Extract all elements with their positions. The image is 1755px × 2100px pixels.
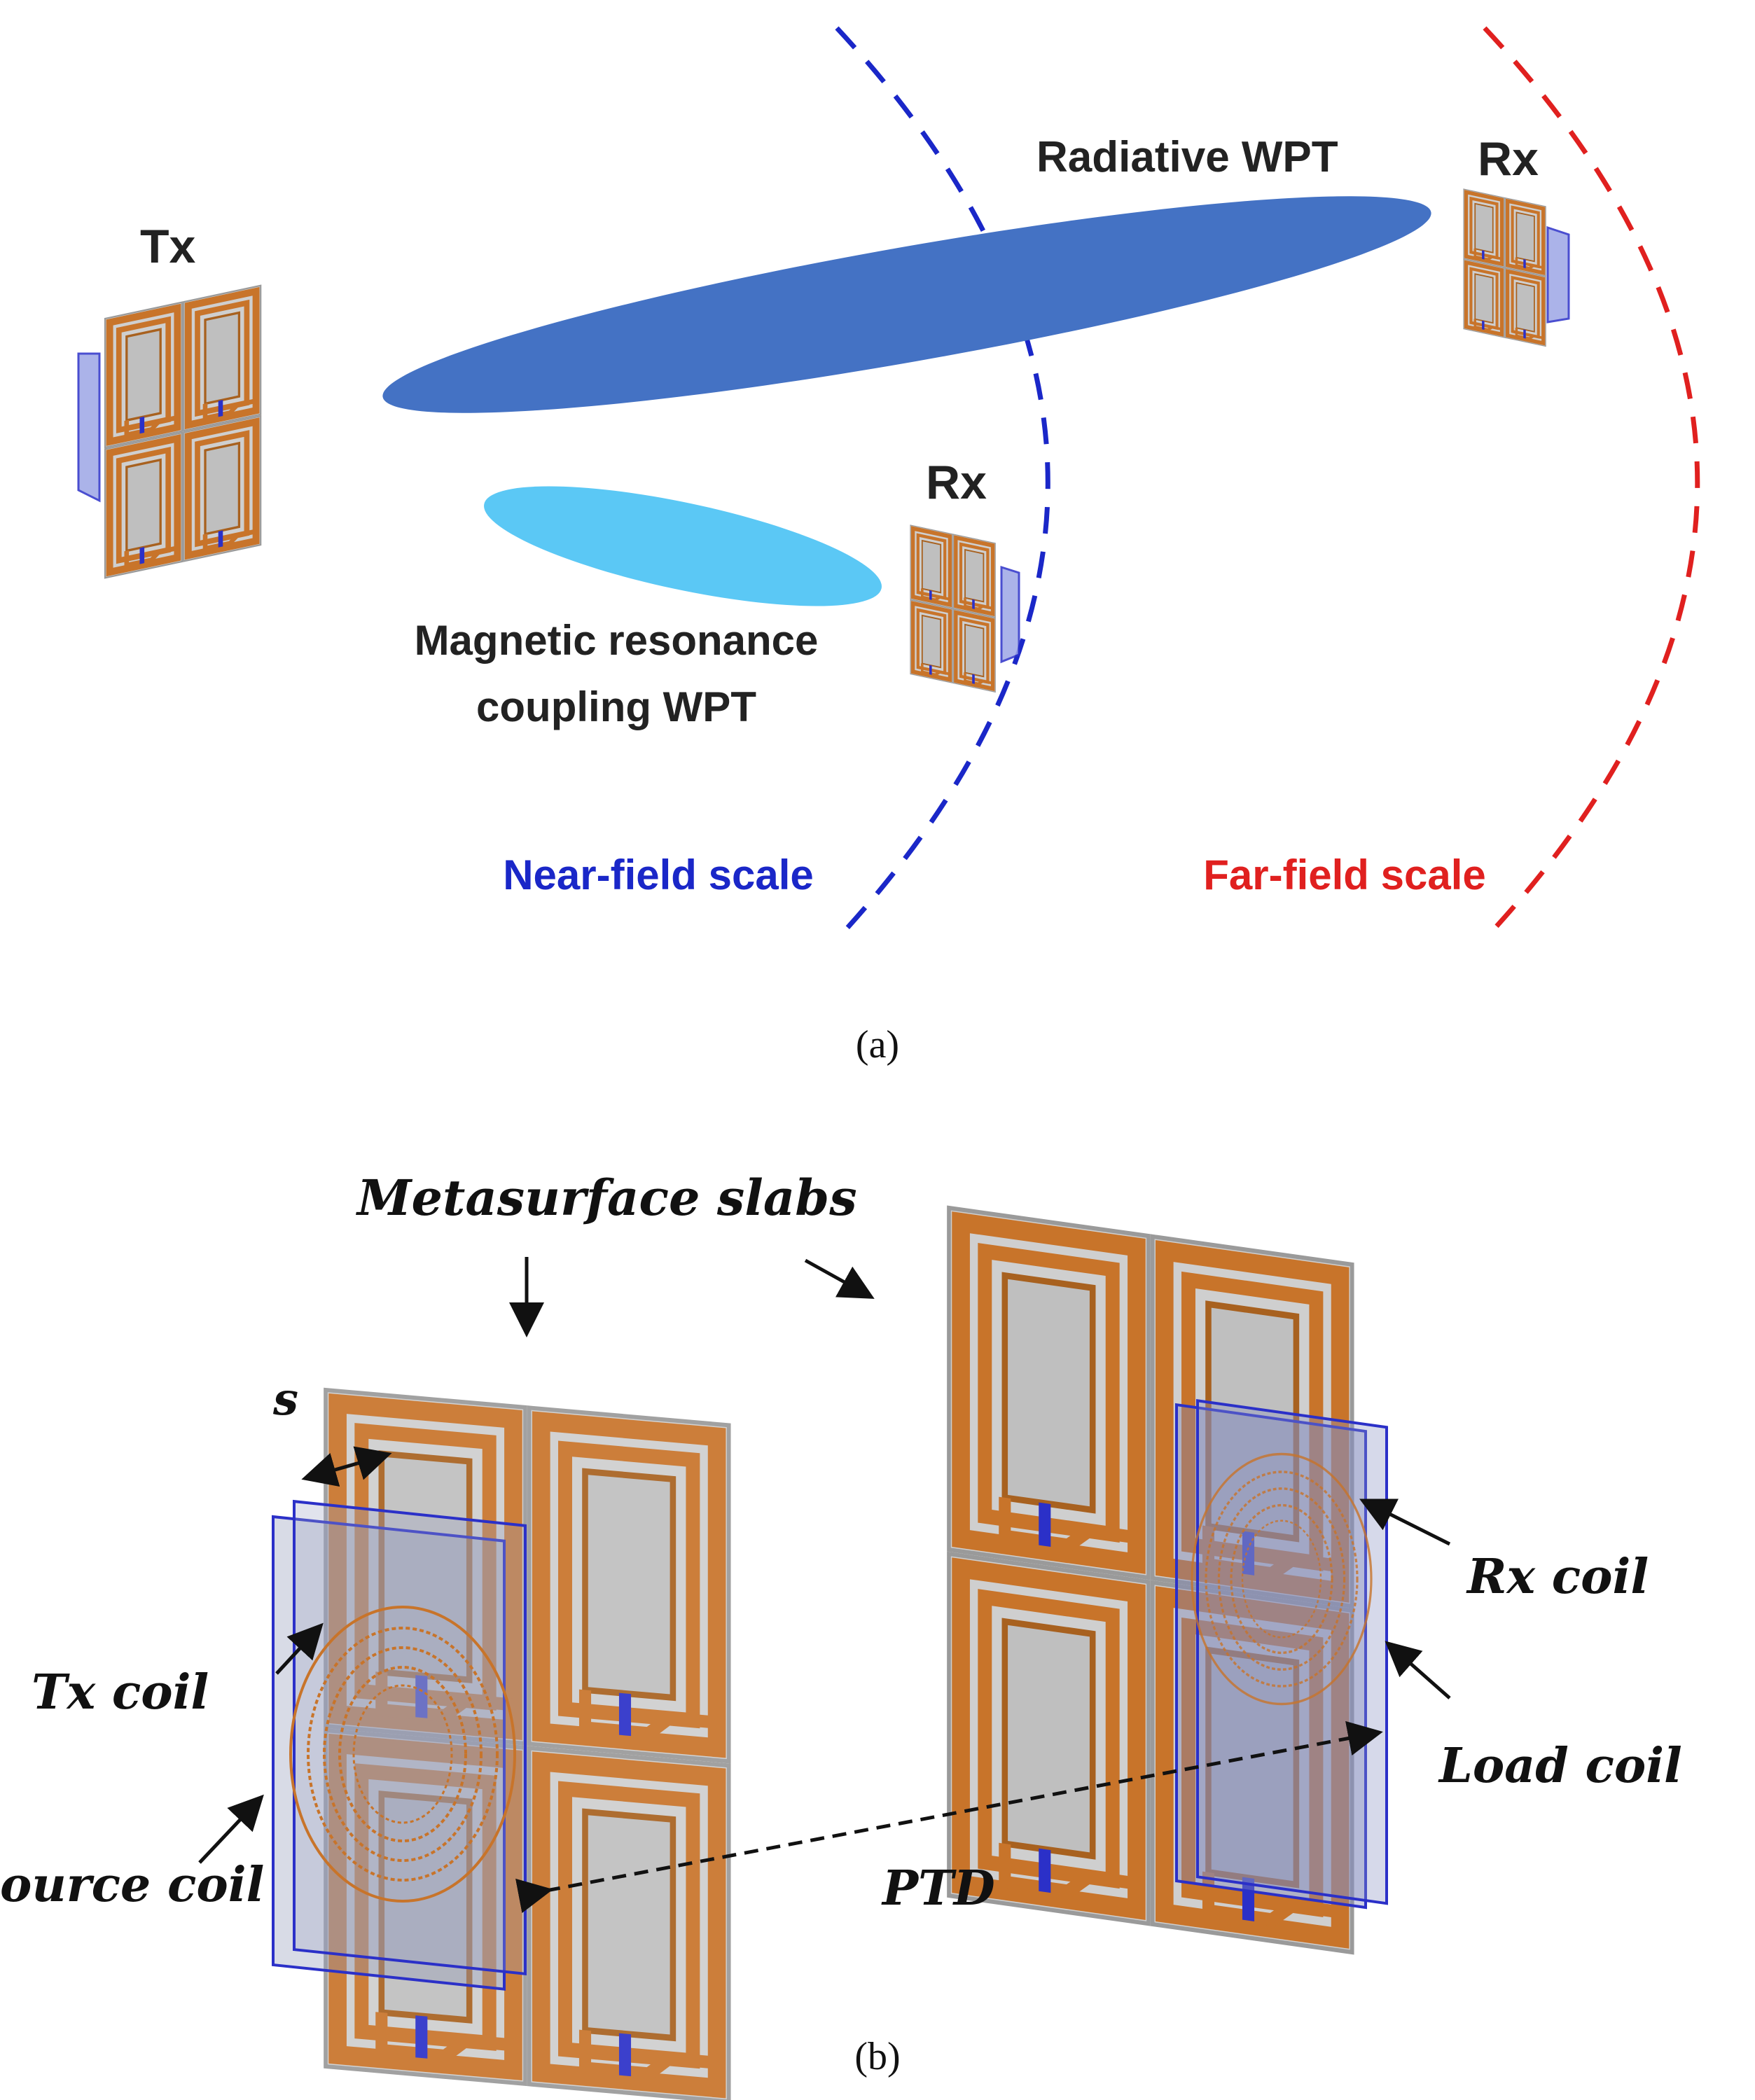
ptd-arrow: [515, 1720, 1383, 1914]
magnetic-wpt-label-line2: coupling WPT: [476, 683, 756, 730]
caption-b: (b): [854, 2035, 900, 2078]
radiative-beam: [382, 196, 1431, 413]
load-coil-arrow: [1385, 1641, 1451, 1699]
caption-a: (a): [856, 1023, 899, 1066]
tx-label-a: Tx: [140, 220, 196, 273]
far-field-boundary: [1483, 26, 1700, 930]
s-arrow-left: [301, 1452, 358, 1487]
tx-array-a: [77, 286, 261, 578]
rx-near-array: [910, 525, 1020, 692]
s-label: s: [272, 1373, 298, 1426]
ptd-label: PTD: [881, 1861, 995, 1917]
panel-b: Metasurface slabs s Tx coil ource coil R…: [0, 1169, 1682, 2100]
far-field-label: Far-field scale: [1203, 851, 1486, 898]
rx-coil-label: Rx coil: [1466, 1549, 1649, 1605]
tx-coil-planes: [272, 1499, 527, 1991]
near-field-label: Near-field scale: [503, 851, 814, 898]
rx-coil-planes: [1175, 1399, 1388, 1910]
magnetic-wpt-label-line1: Magnetic resonance: [415, 617, 819, 664]
panel-a: Tx Rx Rx Radiative WPT Magnetic resonanc…: [77, 26, 1700, 1066]
near-field-boundary: [835, 26, 1050, 930]
metasurface-label: Metasurface slabs: [356, 1169, 857, 1227]
source-coil-arrow: [198, 1794, 264, 1864]
rx-far-label: Rx: [1478, 132, 1539, 186]
source-coil-label: ource coil: [0, 1857, 264, 1913]
tx-coil-label: Tx coil: [32, 1664, 209, 1720]
metasurface-arrow-diag: [804, 1258, 875, 1299]
rx-coil-arrow: [1359, 1498, 1451, 1546]
radiative-wpt-label: Radiative WPT: [1036, 133, 1338, 181]
tx-coil-arrow: [275, 1622, 324, 1675]
load-coil-label: Load coil: [1438, 1738, 1682, 1794]
s-arrow-right: [353, 1446, 392, 1480]
magnetic-beam: [484, 486, 882, 606]
rx-near-label: Rx: [926, 456, 987, 509]
rx-far-array: [1464, 189, 1570, 347]
